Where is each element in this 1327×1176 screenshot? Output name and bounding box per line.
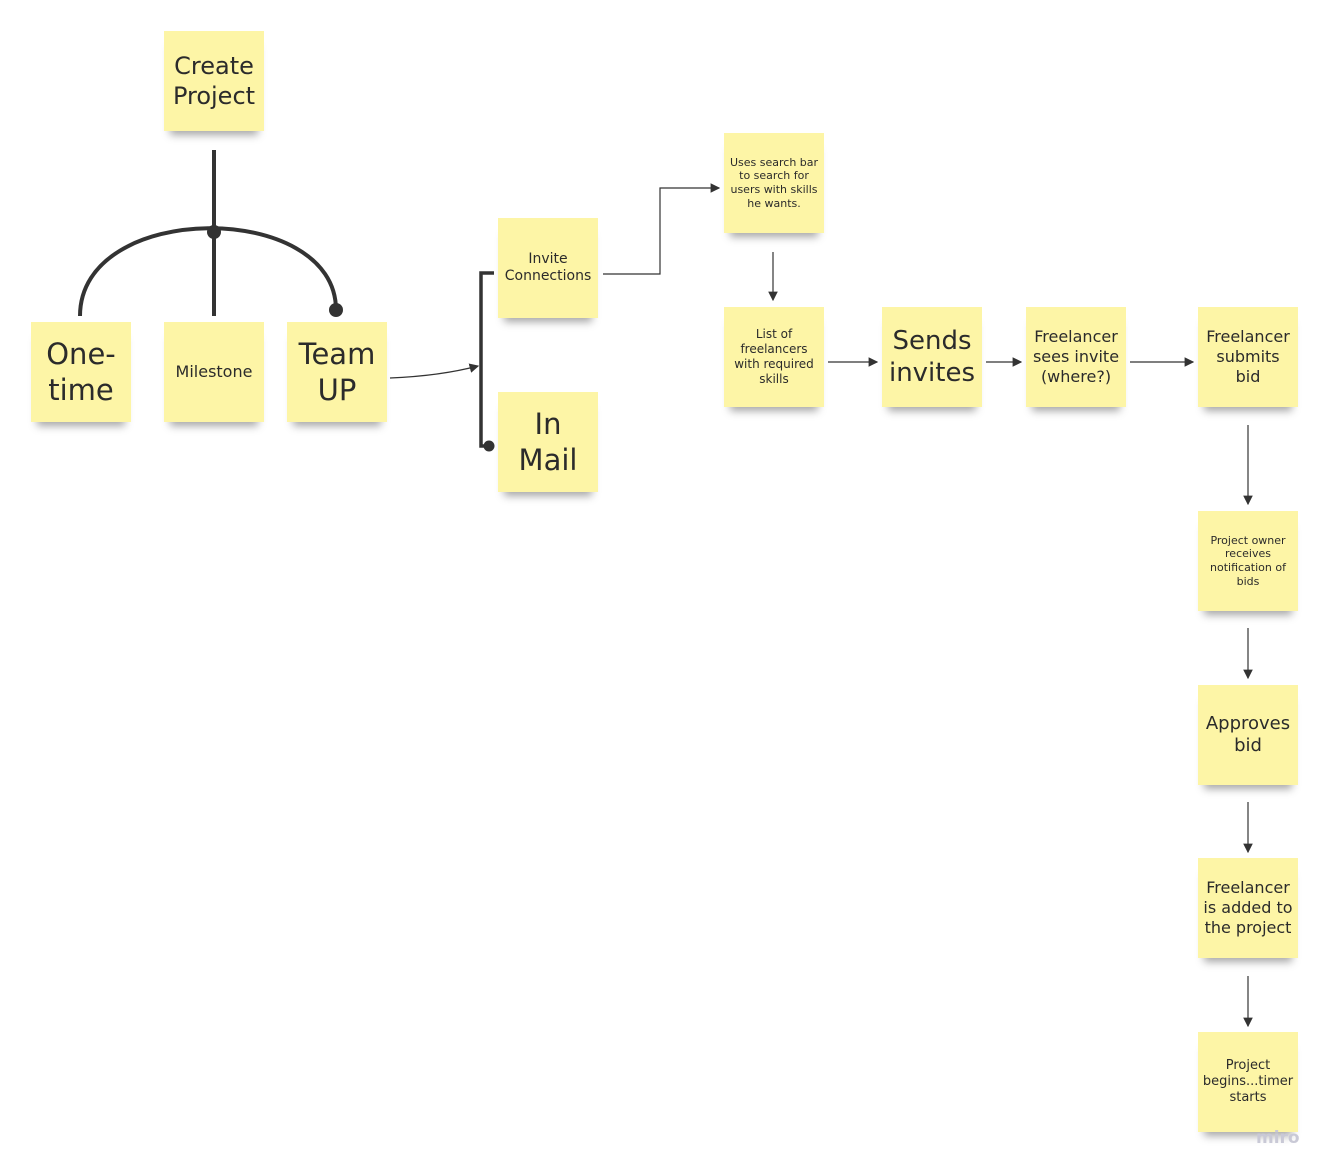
note-create-project[interactable]: Create Project — [164, 31, 264, 131]
note-project-begins[interactable]: Project begins...timer starts — [1198, 1032, 1298, 1132]
note-freelancer-added[interactable]: Freelancer is added to the project — [1198, 858, 1298, 958]
in-mail-end-dot — [483, 440, 495, 452]
bracket — [479, 271, 494, 448]
note-text: Freelancer sees invite (where?) — [1032, 327, 1120, 386]
note-uses-search[interactable]: Uses search bar to search for users with… — [724, 133, 824, 233]
note-team-up[interactable]: Team UP — [287, 322, 387, 422]
note-freelancer-submits-bid[interactable]: Freelancer submits bid — [1198, 307, 1298, 407]
note-in-mail[interactable]: In Mail — [498, 392, 598, 492]
note-invite-connections[interactable]: Invite Connections — [498, 218, 598, 318]
note-text: Sends invites — [888, 325, 976, 389]
team-up-end-dot — [329, 303, 343, 317]
note-text: Create Project — [172, 52, 256, 110]
note-text: Freelancer is added to the project — [1203, 878, 1293, 937]
team-up-link — [389, 363, 480, 379]
note-text: One-time — [46, 336, 116, 407]
miro-watermark: miro — [1256, 1128, 1300, 1148]
note-text: Freelancer submits bid — [1206, 327, 1290, 386]
tree-arc — [78, 226, 338, 317]
note-text: List of freelancers with required skills — [734, 327, 814, 386]
note-list-of-freelancers[interactable]: List of freelancers with required skills — [724, 307, 824, 407]
note-text: Project begins...timer starts — [1202, 1057, 1294, 1106]
note-text: Milestone — [175, 362, 253, 381]
note-text: Invite Connections — [504, 250, 592, 285]
note-text: Uses search bar to search for users with… — [729, 155, 819, 210]
tree-junction-dot — [207, 225, 221, 239]
note-freelancer-sees-invite[interactable]: Freelancer sees invite (where?) — [1026, 307, 1126, 407]
note-sends-invites[interactable]: Sends invites — [882, 307, 982, 407]
note-text: In Mail — [518, 406, 578, 477]
invite-to-search-link — [603, 183, 721, 275]
note-milestone[interactable]: Milestone — [164, 322, 264, 422]
note-text: Approves bid — [1205, 712, 1291, 757]
note-one-time[interactable]: One-time — [31, 322, 131, 422]
note-text: Project owner receives notification of b… — [1210, 533, 1286, 588]
note-owner-receives-notification[interactable]: Project owner receives notification of b… — [1198, 511, 1298, 611]
note-approves-bid[interactable]: Approves bid — [1198, 685, 1298, 785]
note-text: Team UP — [298, 336, 376, 407]
